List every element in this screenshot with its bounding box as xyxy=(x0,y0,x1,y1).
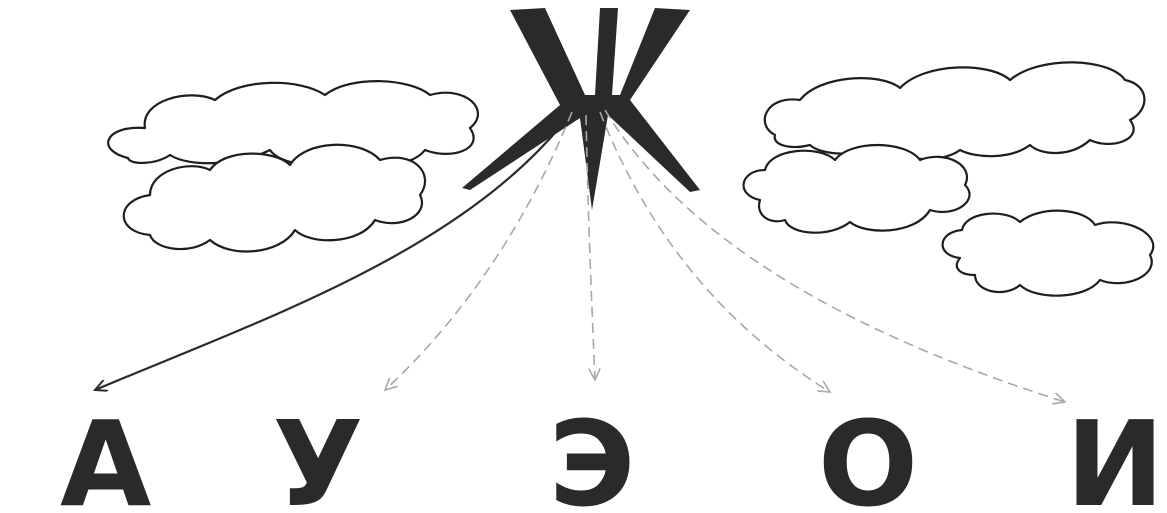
target-letter-a: А xyxy=(60,395,151,513)
source-letter: Ж xyxy=(462,8,700,210)
zhe-glyph xyxy=(462,8,700,210)
cloud-right-upper xyxy=(765,62,1145,159)
target-letter-o: О xyxy=(818,395,918,513)
target-letter-e: Э xyxy=(549,395,636,513)
target-letter-u: У xyxy=(273,395,364,513)
cloud-right-middle xyxy=(744,145,970,233)
left-clouds xyxy=(108,81,478,251)
cloud-right-lower xyxy=(943,211,1154,296)
target-letters: А У Э О И xyxy=(60,395,1164,513)
target-letter-i: И xyxy=(1066,395,1165,513)
right-clouds xyxy=(744,62,1154,295)
cloud-left-lower xyxy=(124,145,425,252)
cloud-left-upper xyxy=(108,81,478,165)
